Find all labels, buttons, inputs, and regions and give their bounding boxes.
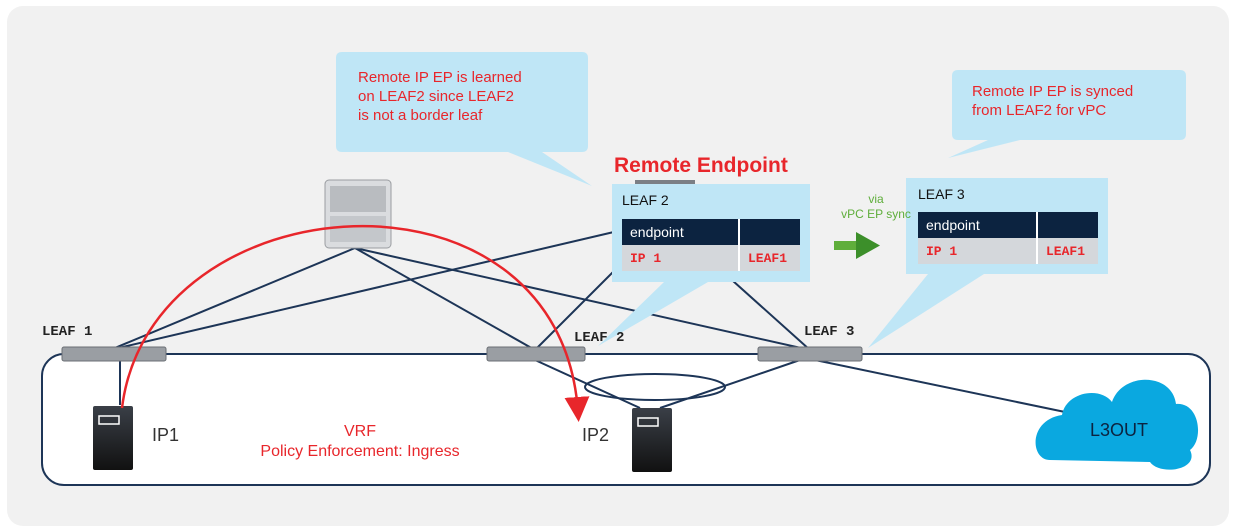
callout-left: Remote IP EP is learned on LEAF2 since L…	[358, 68, 522, 125]
leaf1-switch-icon	[61, 346, 167, 362]
leaf3-switch-icon	[757, 346, 863, 362]
callout-right-line: from LEAF2 for vPC	[972, 102, 1107, 119]
callout-right: Remote IP EP is synced from LEAF2 for vP…	[972, 82, 1133, 120]
fabric-links	[109, 219, 1066, 413]
l3out-label: L3OUT	[1090, 420, 1149, 440]
leaf2-panel-title: LEAF 2	[622, 192, 669, 208]
link-leaf3-ip2	[659, 359, 801, 409]
server-ip1-icon	[93, 406, 133, 470]
ip2-label: IP2	[582, 425, 610, 445]
callout-left-bubble	[336, 52, 592, 186]
sync-label-line1: via	[868, 192, 884, 206]
link-spine1-leaf2	[354, 247, 536, 351]
callout-left-line: Remote IP EP is learned	[358, 69, 522, 86]
leaf1-label: LEAF 1	[42, 324, 93, 340]
link-spine1-leaf1	[109, 247, 356, 351]
leaf2-endpoint-table: endpoint IP 1 LEAF1	[622, 219, 800, 271]
table-cell: IP 1	[622, 245, 739, 271]
callout-left-line: on LEAF2 since LEAF2	[358, 88, 514, 105]
server-ip2-icon	[632, 408, 672, 472]
table-cell: IP 1	[918, 238, 1037, 264]
leaf3-label: LEAF 3	[804, 324, 855, 340]
ip1-label: IP1	[152, 425, 180, 445]
l3out-cloud-icon	[1035, 379, 1199, 470]
table-cell: LEAF1	[738, 245, 800, 271]
callout-right-line: Remote IP EP is synced	[972, 83, 1134, 100]
leaf2-label: LEAF 2	[574, 330, 625, 346]
leaf2-switch-icon	[486, 346, 586, 362]
link-spine2-leaf1	[109, 219, 666, 351]
traffic-path-arc	[120, 224, 590, 422]
sync-arrow-icon	[834, 232, 880, 259]
vrf-label: VRF Policy Enforcement: Ingress	[210, 422, 510, 462]
sync-label-line2: vPC EP sync	[841, 207, 911, 221]
table-header-cell	[1036, 212, 1098, 238]
vrf-boundary	[41, 353, 1211, 486]
vrf-title: VRF	[344, 423, 376, 440]
link-spine1-leaf3	[354, 247, 811, 351]
vrf-policy: Policy Enforcement: Ingress	[260, 443, 460, 460]
table-header-cell	[738, 219, 800, 245]
leaf3-endpoint-table: endpoint IP 1 LEAF1	[918, 212, 1098, 264]
leaf3-panel-title: LEAF 3	[918, 186, 965, 202]
sync-label: via vPC EP sync	[826, 192, 926, 222]
table-header-cell: endpoint	[622, 219, 739, 245]
table-header-cell: endpoint	[918, 212, 1037, 238]
remote-endpoint-title: Remote Endpoint	[614, 154, 788, 177]
table-cell: LEAF1	[1036, 238, 1098, 264]
callout-left-line: is not a border leaf	[358, 107, 483, 124]
link-leaf3-l3out	[814, 359, 1066, 413]
spine-switch-icon	[324, 179, 392, 249]
vpc-ellipse	[584, 373, 726, 401]
callout-right-bubble	[948, 70, 1186, 158]
